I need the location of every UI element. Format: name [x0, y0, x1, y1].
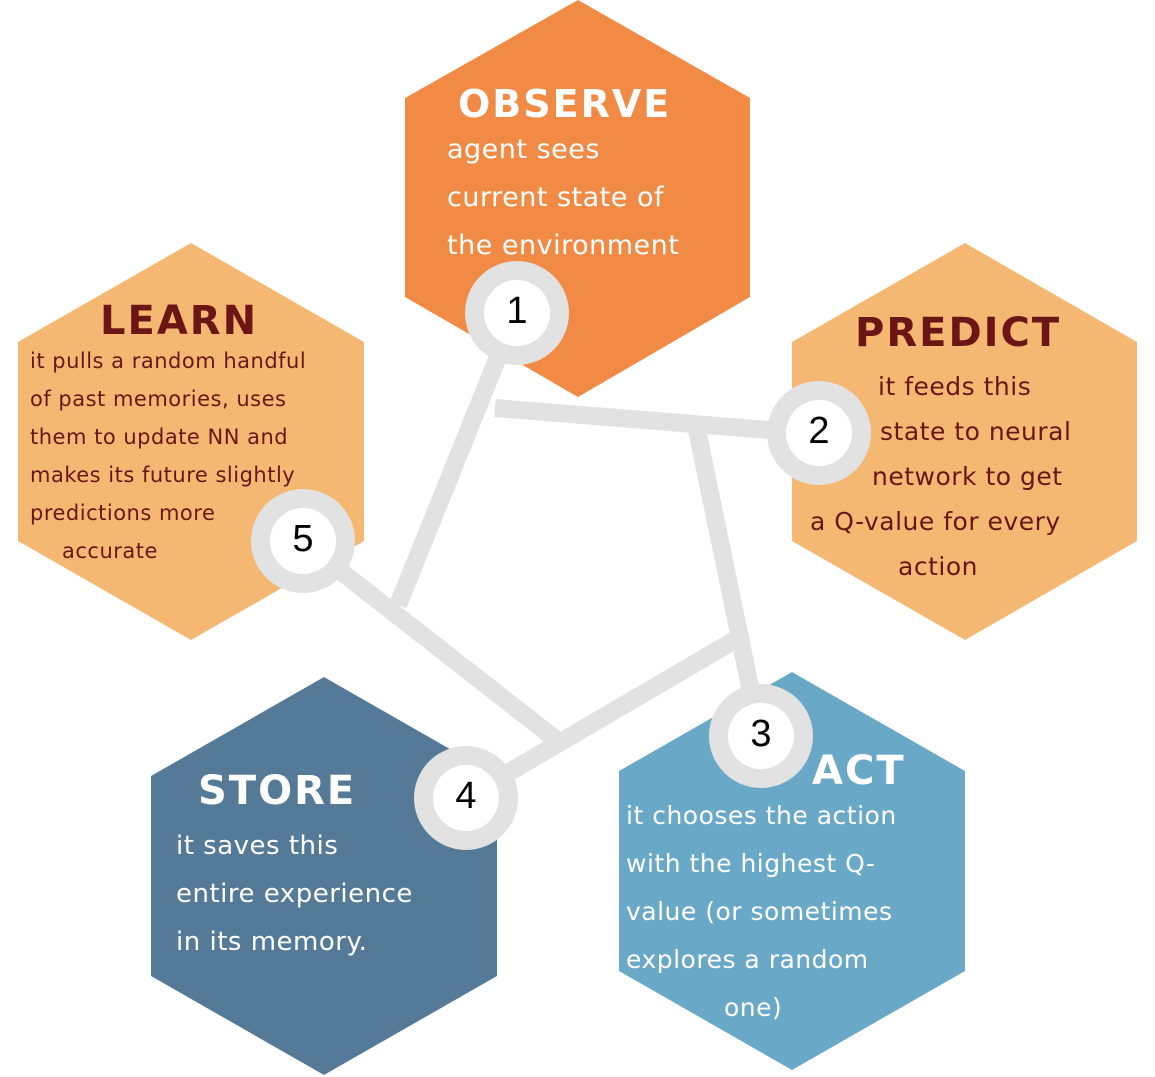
- learn-title: LEARN: [100, 298, 259, 344]
- step-number-1: 1: [506, 290, 528, 332]
- step-number-4: 4: [455, 775, 477, 817]
- store-title: STORE: [198, 768, 357, 814]
- predict-hexagon: [792, 243, 1137, 640]
- step-number-5: 5: [292, 518, 314, 560]
- number-rings: [251, 261, 871, 850]
- connector-lines: [296, 311, 819, 806]
- step-number-3: 3: [750, 713, 772, 755]
- act-title: ACT: [812, 748, 906, 794]
- step-number-2: 2: [808, 410, 830, 452]
- store-hexagon: [151, 677, 497, 1075]
- observe-title: OBSERVE: [458, 82, 672, 126]
- act-hexagon: [619, 672, 965, 1070]
- predict-title: PREDICT: [855, 310, 1062, 356]
